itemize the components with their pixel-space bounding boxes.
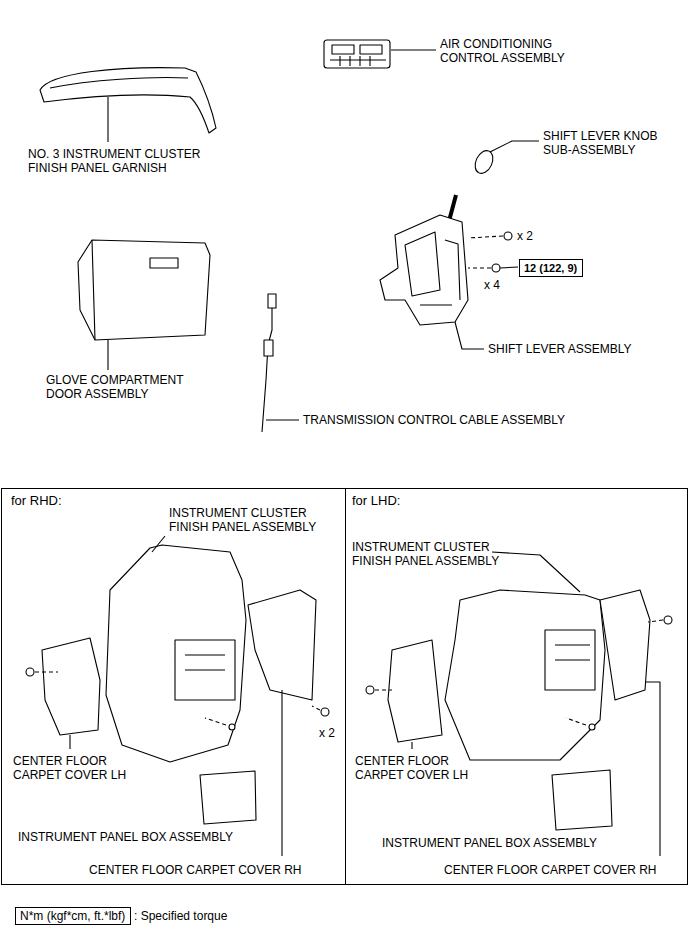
clip bbox=[664, 616, 672, 624]
legend-box: N*m (kgf*cm, ft.*lbf) bbox=[15, 907, 131, 925]
ac-control-detail bbox=[360, 45, 382, 54]
cluster-panel-drawing bbox=[445, 590, 605, 760]
part-name: TRANSMISSION CONTROL CABLE ASSEMBLY bbox=[303, 413, 565, 427]
leader-line bbox=[455, 322, 484, 349]
glove-box-drawing bbox=[78, 240, 210, 340]
torque-box: 12 (122, 9) bbox=[519, 259, 583, 277]
cluster-panel-detail bbox=[175, 640, 235, 700]
glove-box-handle bbox=[150, 258, 178, 268]
cover-lh-drawing bbox=[388, 640, 442, 742]
cable-drawing bbox=[262, 300, 272, 432]
leader-line bbox=[391, 49, 436, 50]
glove-box-detail bbox=[92, 240, 95, 340]
dashed-line bbox=[312, 706, 320, 710]
part-name: INSTRUMENT PANEL BOX ASSEMBLY bbox=[18, 830, 233, 844]
quantity: x 4 bbox=[484, 278, 500, 292]
leader-line bbox=[411, 742, 412, 749]
dashed-line bbox=[468, 267, 491, 268]
variant-panel: for LHD: INSTRUMENT CLUSTER FINISH PANEL … bbox=[345, 488, 688, 885]
dashed-line bbox=[375, 689, 392, 690]
cover-lh-drawing bbox=[42, 638, 100, 735]
part-name: CENTER FLOOR CARPET COVER RH bbox=[444, 863, 656, 877]
variant-panel: for RHD: INSTRUMENT CLUSTER FINISH PANEL … bbox=[1, 488, 346, 885]
leader-line bbox=[490, 141, 539, 152]
dashed-line bbox=[566, 718, 586, 725]
cover-rh-drawing bbox=[248, 590, 316, 700]
leader-line bbox=[266, 419, 299, 420]
part-name: CENTER FLOOR CARPET COVER LH bbox=[355, 754, 485, 782]
leader-line bbox=[492, 552, 580, 592]
screw bbox=[589, 724, 595, 730]
part-name: INSTRUMENT CLUSTER FINISH PANEL ASSEMBLY bbox=[352, 540, 522, 568]
leader-line bbox=[69, 735, 70, 749]
garnish-drawing bbox=[40, 68, 216, 133]
part-name: INSTRUMENT CLUSTER FINISH PANEL ASSEMBLY bbox=[169, 506, 339, 534]
part-name: CENTER FLOOR CARPET COVER RH bbox=[89, 863, 301, 877]
torque-value: N*m (kgf*cm, ft.*lbf) bbox=[20, 909, 125, 923]
legend-note: : Specified torque bbox=[134, 909, 227, 923]
part-name: SHIFT LEVER ASSEMBLY bbox=[488, 342, 632, 356]
shift-lever-drawing bbox=[380, 215, 468, 325]
ac-control-drawing bbox=[324, 40, 390, 68]
part-name: INSTRUMENT PANEL BOX ASSEMBLY bbox=[382, 836, 597, 850]
part-name: SHIFT LEVER KNOB SUB-ASSEMBLY bbox=[543, 129, 683, 157]
panel-box-drawing bbox=[200, 771, 256, 824]
cluster-panel-detail bbox=[545, 630, 595, 690]
part-name: GLOVE COMPARTMENT DOOR ASSEMBLY bbox=[46, 373, 211, 401]
screw bbox=[229, 724, 235, 730]
torque-value: 12 (122, 9) bbox=[524, 261, 577, 275]
part-name: AIR CONDITIONING CONTROL ASSEMBLY bbox=[440, 37, 590, 65]
part-name: CENTER FLOOR CARPET COVER LH bbox=[13, 754, 143, 782]
shift-lever-detail bbox=[405, 232, 460, 305]
garnish-detail bbox=[50, 77, 188, 88]
knob-drawing bbox=[472, 148, 497, 177]
cable-detail bbox=[268, 294, 276, 308]
clip bbox=[366, 686, 374, 694]
ac-control-detail bbox=[332, 45, 354, 54]
cluster-panel-drawing bbox=[106, 545, 246, 762]
leader-line bbox=[152, 536, 165, 552]
leader-line bbox=[107, 97, 108, 142]
bolt bbox=[504, 232, 512, 240]
panel-heading: for LHD: bbox=[352, 494, 400, 508]
dashed-line bbox=[468, 236, 503, 238]
leader-line bbox=[107, 340, 108, 370]
ac-control-detail bbox=[330, 56, 386, 66]
panel-heading: for RHD: bbox=[11, 494, 62, 508]
leader-line bbox=[646, 682, 660, 856]
panel-box-drawing bbox=[552, 770, 612, 830]
clip bbox=[321, 708, 329, 716]
leader-line bbox=[281, 690, 282, 856]
leader-line bbox=[500, 267, 518, 268]
quantity: x 2 bbox=[517, 229, 533, 243]
cable-detail bbox=[264, 340, 273, 356]
bolt bbox=[492, 264, 500, 272]
part-name: NO. 3 INSTRUMENT CLUSTER FINISH PANEL GA… bbox=[28, 147, 243, 175]
cover-rh-drawing bbox=[600, 590, 650, 700]
clip bbox=[26, 668, 34, 676]
dashed-line bbox=[205, 718, 226, 725]
dashed-line bbox=[648, 620, 663, 622]
dashed-line bbox=[35, 671, 58, 672]
quantity: x 2 bbox=[319, 726, 335, 740]
